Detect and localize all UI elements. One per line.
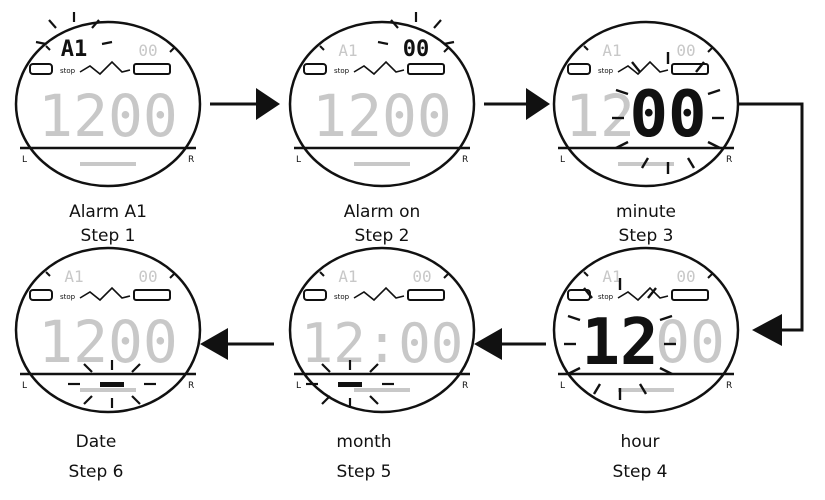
- arrow-step-4-to-5: [474, 328, 546, 360]
- display-time: 1200: [38, 82, 178, 150]
- display-time-hours: 12: [581, 306, 658, 380]
- display-top-left: A1: [61, 37, 88, 62]
- arrow-step-2-to-3: [484, 88, 550, 120]
- display-top-left: A1: [338, 267, 357, 286]
- display-top-left: A1: [64, 267, 83, 286]
- display-top-right: 00: [412, 267, 431, 286]
- display-top-right: 00: [138, 41, 157, 60]
- step-number: Step 2: [354, 226, 410, 246]
- watch-step-3: A1 00 12 00: [552, 20, 740, 188]
- step-label: hour: [620, 432, 660, 452]
- blink-segment: [100, 382, 124, 387]
- step-label: Alarm on: [343, 202, 421, 222]
- watch-step-2: A1 00 1200: [288, 10, 476, 188]
- watch-step-4: A1 00 12 00: [552, 246, 740, 414]
- display-top-right: 00: [403, 37, 430, 62]
- arrow-step-3-to-4: [738, 102, 804, 346]
- step-number: Step 6: [68, 462, 124, 482]
- watch-step-6: A1 00 1200: [14, 246, 202, 414]
- step-label: Alarm A1: [69, 202, 147, 222]
- step-number: Step 5: [336, 462, 392, 482]
- display-time-minutes: 00: [655, 308, 725, 376]
- display-top-right: 00: [138, 267, 157, 286]
- caption-step-4: hour Step 4: [540, 430, 740, 484]
- step-number: Step 4: [612, 462, 668, 482]
- display-time: 1200: [312, 82, 452, 150]
- step-label: Date: [75, 432, 117, 452]
- display-top-right: 00: [676, 41, 695, 60]
- watch-step-5: A1 00 12:00: [288, 246, 476, 414]
- caption-step-2: Alarm on Step 2: [282, 200, 482, 248]
- step-label: month: [336, 432, 392, 452]
- display-time: 1200: [38, 308, 178, 376]
- display-time: 12:00: [301, 312, 464, 375]
- arrow-step-5-to-6: [200, 328, 274, 360]
- step-number: Step 1: [80, 226, 136, 246]
- blink-segment: [338, 382, 362, 387]
- caption-step-5: month Step 5: [264, 430, 464, 484]
- display-top-left: A1: [602, 41, 621, 60]
- caption-step-3: minute Step 3: [546, 200, 746, 248]
- display-top-left: A1: [338, 41, 357, 60]
- display-time-minutes: 00: [629, 78, 706, 152]
- step-label: minute: [616, 202, 676, 222]
- display-top-right: 00: [676, 267, 695, 286]
- caption-step-1: Alarm A1 Step 1: [8, 200, 208, 248]
- watch-step-1: A1 00 1200: [14, 10, 202, 188]
- display-top-left: A1: [602, 267, 621, 286]
- caption-step-6: Date Step 6: [0, 430, 196, 484]
- arrow-step-1-to-2: [210, 88, 280, 120]
- step-number: Step 3: [618, 226, 674, 246]
